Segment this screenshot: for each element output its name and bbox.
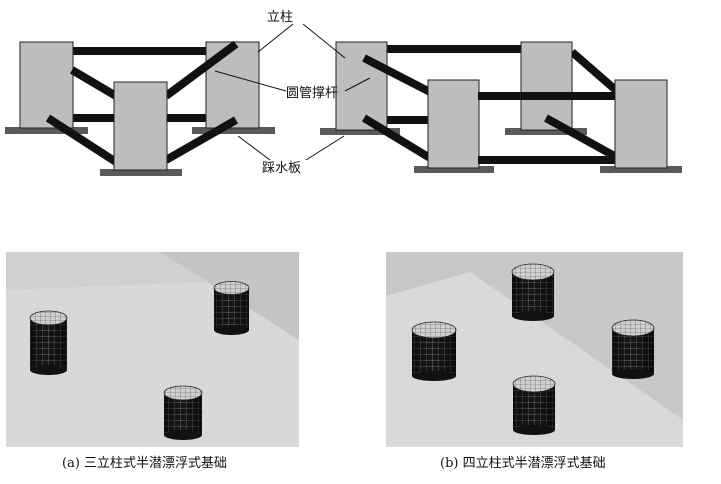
column bbox=[19, 41, 74, 129]
annotations: 立柱 圆管撑杆 踩水板 bbox=[214, 10, 371, 176]
brace-b-left-top bbox=[362, 54, 432, 96]
column bbox=[520, 41, 573, 131]
three-column-structure bbox=[5, 40, 275, 176]
pontoon-plate bbox=[600, 166, 682, 173]
pontoon-plate bbox=[505, 128, 587, 135]
pontoon-plate bbox=[320, 128, 400, 135]
column-cylinder bbox=[29, 310, 68, 375]
leader-line bbox=[344, 77, 371, 92]
leader-line bbox=[305, 135, 345, 161]
leader-line bbox=[257, 23, 294, 53]
column-cylinder bbox=[411, 321, 457, 381]
pontoon-plate bbox=[100, 169, 182, 176]
column-cylinder bbox=[163, 385, 203, 440]
label-column: 立柱 bbox=[267, 10, 293, 25]
column bbox=[614, 79, 668, 169]
brace-a-right-top bbox=[163, 40, 239, 100]
leader-line bbox=[302, 23, 346, 59]
four-column-structure bbox=[320, 41, 682, 173]
leader-line bbox=[237, 135, 271, 161]
leader-line bbox=[214, 70, 287, 92]
column-cylinder bbox=[213, 281, 250, 335]
pontoon-plate bbox=[5, 127, 88, 134]
brace-a-left-top bbox=[69, 66, 119, 100]
column bbox=[335, 41, 388, 131]
label-brace: 圆管撑杆 bbox=[286, 86, 338, 101]
brace-a-right-bottom bbox=[164, 116, 238, 164]
render-panel-b bbox=[386, 252, 683, 447]
column bbox=[205, 41, 260, 129]
pontoon-plate bbox=[414, 166, 494, 173]
column bbox=[427, 79, 480, 169]
column-cylinder bbox=[511, 263, 555, 321]
render-panel-a bbox=[6, 252, 299, 447]
brace-b-right-bottom bbox=[544, 114, 620, 162]
column-cylinder bbox=[611, 319, 655, 379]
caption-b: (b) 四立柱式半潜漂浮式基础 bbox=[440, 456, 606, 471]
column-cylinder bbox=[512, 375, 556, 435]
pontoon-plate bbox=[192, 127, 275, 134]
brace-b-right-top bbox=[569, 48, 621, 96]
caption-a: (a) 三立柱式半潜漂浮式基础 bbox=[62, 456, 228, 471]
column bbox=[113, 81, 168, 171]
label-pontoon: 踩水板 bbox=[262, 161, 301, 176]
brace-a-left-bottom bbox=[45, 114, 119, 166]
brace-b-left-bottom bbox=[361, 114, 433, 162]
